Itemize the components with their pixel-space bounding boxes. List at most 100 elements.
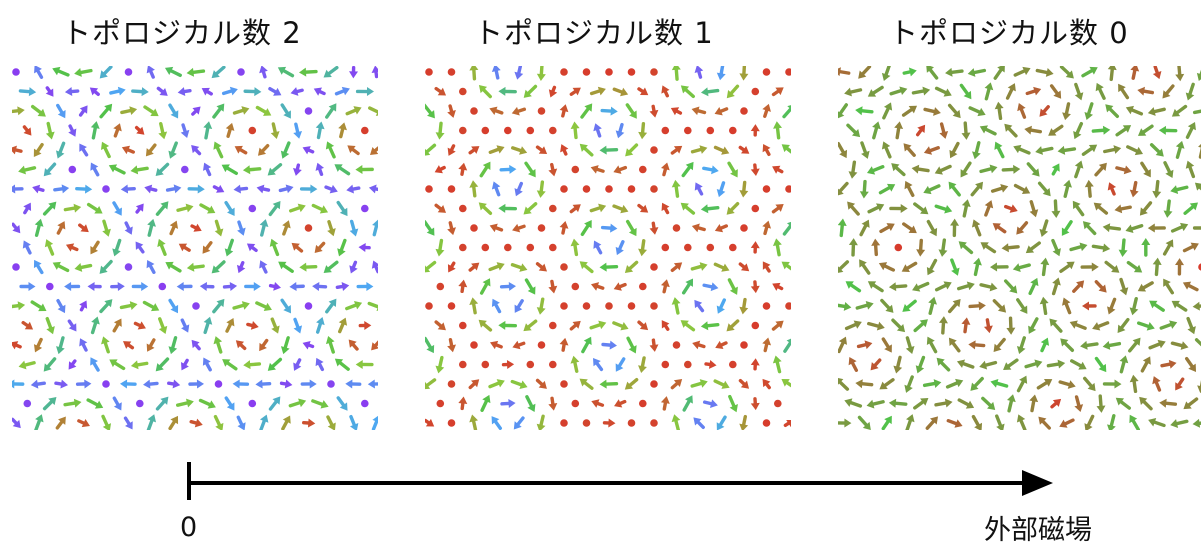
spin-dot <box>459 126 467 135</box>
spin-arrow <box>888 398 908 408</box>
spin-arrow <box>293 163 302 176</box>
spin-arrow <box>612 321 629 331</box>
spin-arrow <box>255 105 272 116</box>
spin-arrow <box>259 414 269 430</box>
spin-dot <box>361 399 369 408</box>
spin-arrow <box>714 223 728 233</box>
spin-arrow <box>120 106 138 116</box>
spin-arrow <box>64 87 80 97</box>
spin-arrow <box>302 146 315 155</box>
spin-arrow <box>434 165 446 174</box>
spin-dot <box>1198 263 1201 271</box>
spin-arrow <box>242 165 262 175</box>
spin-arrow <box>257 143 270 156</box>
spin-dot <box>447 380 456 388</box>
spin-arrow <box>960 161 972 178</box>
spin-arrow <box>514 66 524 80</box>
spin-arrow <box>447 144 456 156</box>
spin-arrow <box>1126 260 1143 273</box>
spin-arrow <box>1119 355 1129 374</box>
spin-arrow <box>191 144 202 156</box>
spin-arrow <box>1185 82 1195 101</box>
spin-arrow <box>670 379 683 390</box>
spin-arrow <box>1162 239 1174 256</box>
spin-dot <box>425 302 433 310</box>
spin-arrow <box>74 263 93 272</box>
spin-arrow <box>1061 220 1073 236</box>
spin-arrow <box>447 104 456 118</box>
spin-arrow <box>559 337 569 352</box>
spin-arrow <box>1059 66 1074 79</box>
spin-arrow <box>866 399 885 409</box>
spin-texture-panel-q1 <box>425 66 791 430</box>
spin-arrow <box>1107 297 1117 315</box>
spin-arrow <box>867 203 885 214</box>
spin-arrow <box>970 181 984 197</box>
spin-arrow <box>716 66 726 81</box>
spin-arrow <box>338 122 347 139</box>
spin-arrow <box>142 300 160 312</box>
spin-arrow <box>112 318 122 333</box>
spin-arrow <box>1040 257 1050 277</box>
spin-arrow <box>590 165 605 174</box>
spin-dot <box>560 263 568 271</box>
spin-dot <box>605 302 613 310</box>
spin-arrow <box>1107 66 1117 82</box>
spin-arrow <box>269 238 280 257</box>
spin-arrow <box>1182 281 1199 292</box>
spin-arrow <box>624 260 639 273</box>
spin-arrow <box>716 415 727 430</box>
spin-arrow <box>278 261 294 273</box>
spin-arrow <box>844 398 863 408</box>
spin-arrow <box>175 398 194 408</box>
spin-arrow <box>738 378 750 389</box>
spin-arrow <box>335 282 350 291</box>
spin-arrow <box>1059 261 1075 273</box>
spin-arrow <box>32 184 45 194</box>
spin-arrow <box>355 87 374 97</box>
spin-arrow <box>293 358 302 371</box>
spin-arrow <box>649 338 659 352</box>
spin-arrow <box>947 103 961 119</box>
spin-arrow <box>913 398 929 410</box>
spin-arrow <box>469 414 479 430</box>
spin-arrow <box>1024 125 1043 135</box>
spin-dot <box>560 185 568 193</box>
spin-arrow <box>176 203 194 213</box>
spin-arrow <box>979 282 998 292</box>
spin-arrow <box>913 319 928 333</box>
spin-arrow <box>781 144 791 157</box>
spin-arrow <box>1170 341 1189 350</box>
spin-arrow <box>425 418 435 427</box>
spin-dot <box>639 399 647 408</box>
spin-arrow <box>984 200 994 217</box>
spin-arrow <box>1080 262 1099 272</box>
spin-arrow <box>1051 199 1061 218</box>
spin-arrow <box>994 141 1005 159</box>
spin-arrow <box>1083 376 1096 392</box>
spin-arrow <box>855 300 874 310</box>
spin-arrow <box>112 201 122 216</box>
spin-arrow <box>56 298 66 314</box>
spin-arrow <box>1163 278 1174 295</box>
spin-arrow <box>203 121 213 140</box>
spin-texture-q1 <box>425 66 791 430</box>
spin-arrow <box>1148 339 1166 350</box>
spin-arrow <box>280 103 291 119</box>
spin-dot <box>740 107 748 115</box>
spin-arrow <box>1007 394 1016 413</box>
spin-arrow <box>1081 144 1098 156</box>
spin-arrow <box>848 160 858 179</box>
spin-arrow <box>1149 300 1165 312</box>
spin-arrow <box>600 106 618 116</box>
spin-arrow <box>63 203 82 213</box>
spin-arrow <box>168 298 179 314</box>
spin-arrow <box>201 87 213 96</box>
spin-arrow <box>468 262 480 272</box>
spin-arrow <box>243 360 262 370</box>
spin-arrow <box>347 145 360 156</box>
spin-arrow <box>334 164 351 176</box>
spin-arrow <box>131 282 149 292</box>
spin-arrow <box>33 142 44 157</box>
spin-arrow <box>1162 84 1175 99</box>
